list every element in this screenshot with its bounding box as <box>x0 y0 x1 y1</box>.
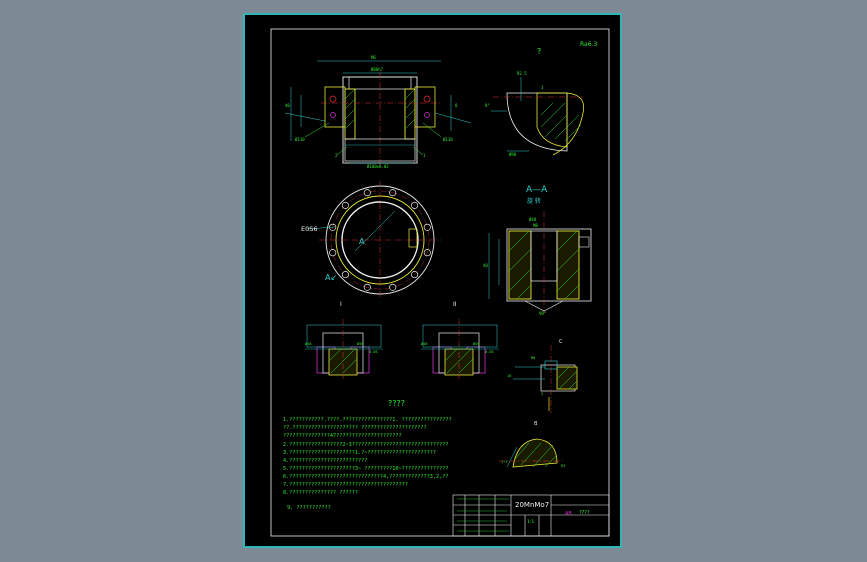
notes-heading: ???? <box>388 399 405 408</box>
svg-text:10: 10 <box>507 374 511 378</box>
section-subtitle: 旋 转 <box>527 198 541 205</box>
svg-text:3: 3 <box>541 392 543 396</box>
svg-text:R3: R3 <box>561 464 565 468</box>
note-line: 4.????????????????????????? <box>283 458 368 464</box>
svg-text:3: 3 <box>541 85 544 90</box>
bolt-hole <box>363 283 371 291</box>
roughness-symbol: Ra6.3 <box>580 41 598 48</box>
title-block <box>452 494 610 537</box>
svg-text:1:2: 1:2 <box>501 460 508 464</box>
note-line: 6.??????????????????????????????4,??????… <box>283 474 449 480</box>
note-line: 7.?????????????????????????????????????? <box>283 482 408 488</box>
bolt-hole <box>423 223 431 231</box>
flange-plan-view <box>306 181 441 299</box>
bolt-hole <box>411 271 419 279</box>
bolt-hole <box>389 283 397 291</box>
detail-b-view: 1:2R3 <box>499 438 565 468</box>
detail-c-label: C <box>559 339 563 345</box>
note-line: 1.???????????.????.????????????????1. ??… <box>283 417 452 423</box>
svg-text:Ø40: Ø40 <box>529 217 537 222</box>
detail-b-label: B <box>534 421 538 427</box>
detail-ii-view: Ø48 Ø56 0.05 <box>421 319 499 379</box>
svg-text:R2.5: R2.5 <box>517 71 527 76</box>
section-title: A—A <box>526 185 548 195</box>
inner-border <box>270 28 610 537</box>
bolt-hole <box>341 201 349 209</box>
svg-text:0.05: 0.05 <box>485 350 494 354</box>
svg-text:Ø118: Ø118 <box>443 137 453 142</box>
svg-text:M6: M6 <box>371 55 376 60</box>
scale-label: 1:1 <box>527 520 535 525</box>
note-line: ???????????????47????????????????????? <box>283 433 402 439</box>
svg-text:M8: M8 <box>533 223 538 228</box>
svg-text:0.05: 0.05 <box>369 350 378 354</box>
svg-text:Ø90: Ø90 <box>509 152 517 157</box>
bolt-hole <box>341 271 349 279</box>
note-line: 2.?????????????????2~3??????????????????… <box>283 442 449 448</box>
view-arrow-mark: A↙ <box>325 273 338 282</box>
svg-text:8: 8 <box>455 103 458 108</box>
detail-i-view: Ø48 Ø56 0.05 <box>305 319 383 379</box>
bolt-hole <box>363 189 371 197</box>
notes-footnote: 9. ??????????? <box>287 505 331 511</box>
svg-text:Ø80h7: Ø80h7 <box>371 67 384 72</box>
svg-text:90°: 90° <box>539 311 546 316</box>
svg-text:1: 1 <box>423 153 426 158</box>
bolt-hole <box>411 201 419 209</box>
top-right-detail: R2.5 8° Ø90 3 <box>485 71 585 157</box>
svg-text:Ø56: Ø56 <box>473 341 480 346</box>
svg-text:Ø100±0.02: Ø100±0.02 <box>367 164 389 169</box>
svg-text:40: 40 <box>483 263 488 268</box>
bolt-hole <box>423 249 431 257</box>
svg-text:Ø110: Ø110 <box>295 137 305 142</box>
drawing-name: ???? <box>579 510 590 516</box>
detail-c-view: M8 10 3 <box>507 345 578 413</box>
note-line: 5.?????????????????????3~ ?????????10~??… <box>283 466 449 472</box>
bolt-hole <box>389 189 397 197</box>
svg-text:Ø48: Ø48 <box>421 341 428 346</box>
svg-text:Ø48: Ø48 <box>305 341 312 346</box>
top-detail-label: ? <box>537 47 542 56</box>
note-line: 3.?????????????????????1.?~?????????????… <box>283 450 437 456</box>
view-arrow-label: A <box>359 237 365 246</box>
chamfer-callout: E0S6 <box>301 225 318 233</box>
svg-text:Ø56: Ø56 <box>357 341 364 346</box>
note-line: ??.????????????????????? ???????????????… <box>283 425 427 431</box>
sheet-label: AB <box>565 511 572 517</box>
detail-i-label: I <box>340 301 342 308</box>
detail-ii-label: II <box>453 301 457 308</box>
svg-text:8°: 8° <box>485 103 490 108</box>
svg-text:40: 40 <box>285 103 290 108</box>
material-label: 20MnMo7 <box>515 501 550 509</box>
svg-text:2: 2 <box>335 153 338 158</box>
note-line: 8.??????????????? ?????? <box>283 490 358 496</box>
bolt-hole <box>329 249 337 257</box>
svg-text:M8: M8 <box>531 356 535 360</box>
